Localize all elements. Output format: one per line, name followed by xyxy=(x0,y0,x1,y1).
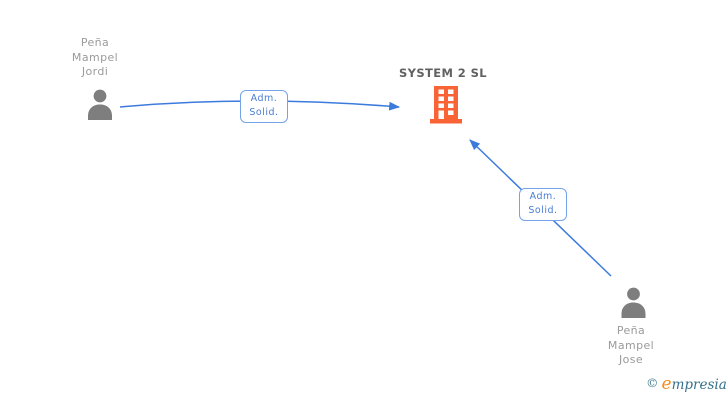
edge-label-adm-solid-1: Adm. Solid. xyxy=(240,90,288,123)
building-icon xyxy=(430,86,462,124)
edge-label-line: Solid. xyxy=(528,205,558,216)
brand-initial: e xyxy=(661,374,672,394)
company-node[interactable] xyxy=(429,86,463,128)
person-icon xyxy=(621,287,646,318)
person-name-line: Mampel xyxy=(71,50,119,64)
edge-label-line: Solid. xyxy=(249,107,279,118)
person-node-jordi-name: Peña Mampel Jordi xyxy=(45,36,145,80)
empresia-logo[interactable]: ©empresia xyxy=(646,374,727,398)
company-node-name: SYSTEM 2 SL xyxy=(398,66,488,80)
person-node-jose-name: Peña Mampel Jose xyxy=(581,324,681,368)
person-name-line: Peña xyxy=(616,324,646,337)
person-name-line: Mampel xyxy=(607,338,655,352)
person-icon xyxy=(88,89,112,120)
person-node-jordi[interactable] xyxy=(87,89,113,124)
person-node-jose[interactable] xyxy=(620,287,647,322)
edge-label-line: Adm. xyxy=(529,191,557,202)
brand-name: mpresia xyxy=(671,377,727,393)
edge-label-line: Adm. xyxy=(250,93,278,104)
person-name-line: Peña xyxy=(80,36,110,49)
edge-label-adm-solid-2: Adm. Solid. xyxy=(519,188,567,221)
copyright-icon: © xyxy=(646,375,659,390)
person-name-line: Jose xyxy=(618,353,644,366)
person-name-line: Jordi xyxy=(81,65,109,78)
